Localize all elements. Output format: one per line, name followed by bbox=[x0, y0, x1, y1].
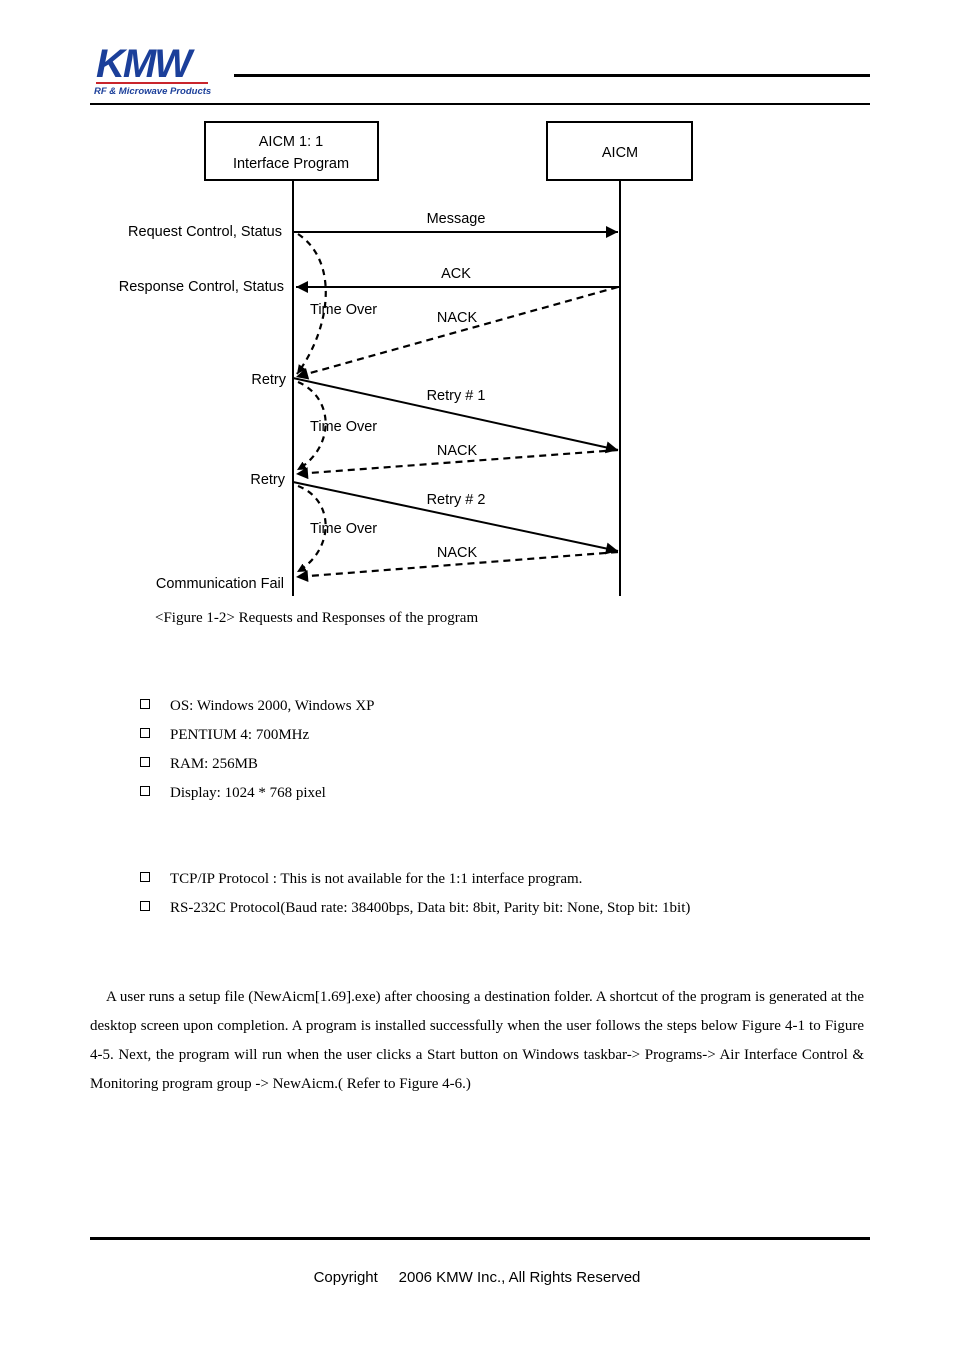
list-item: OS: Windows 2000, Windows XP bbox=[140, 697, 375, 726]
aicm-label: AICM bbox=[602, 145, 638, 161]
requirements-list: OS: Windows 2000, Windows XP PENTIUM 4: … bbox=[140, 697, 375, 813]
logo-accent-bar bbox=[96, 82, 208, 84]
company-logo: KMW bbox=[96, 42, 192, 86]
label-response: Response Control, Status bbox=[119, 279, 284, 295]
timeout-curve-2 bbox=[296, 380, 327, 471]
nack-arrow-3 bbox=[295, 550, 619, 583]
checkbox-square-icon bbox=[140, 699, 150, 709]
list-item: RS-232C Protocol(Baud rate: 38400bps, Da… bbox=[140, 899, 690, 928]
label-nack-2: NACK bbox=[437, 443, 478, 459]
label-retry-2: Retry # 2 bbox=[427, 492, 486, 508]
label-ack: ACK bbox=[441, 266, 471, 282]
label-timeout-2: Time Over bbox=[310, 419, 377, 435]
list-item: PENTIUM 4: 700MHz bbox=[140, 726, 375, 755]
label-retry-1: Retry # 1 bbox=[427, 388, 486, 404]
figure-caption: <Figure 1-2> Requests and Responses of t… bbox=[155, 610, 479, 626]
interface-program-label-1: AICM 1: 1 bbox=[259, 134, 323, 150]
header-rule-top bbox=[234, 74, 870, 77]
label-retry-left-2: Retry bbox=[250, 472, 285, 488]
copyright-text: Copyright 2006 KMW Inc., All Rights Rese… bbox=[313, 1269, 641, 1286]
label-fail: Communication Fail bbox=[156, 576, 284, 592]
checkbox-square-icon bbox=[140, 728, 150, 738]
interface-program-box bbox=[204, 121, 379, 181]
checkbox-square-icon bbox=[140, 872, 150, 882]
checkbox-square-icon bbox=[140, 786, 150, 796]
protocols-list: TCP/IP Protocol : This is not available … bbox=[140, 870, 690, 928]
logo-tagline: RF & Microwave Products bbox=[94, 86, 212, 97]
label-request: Request Control, Status bbox=[128, 224, 282, 240]
list-item: RAM: 256MB bbox=[140, 755, 375, 784]
list-item: TCP/IP Protocol : This is not available … bbox=[140, 870, 690, 899]
timeout-curve-3 bbox=[296, 484, 327, 573]
checkbox-square-icon bbox=[140, 757, 150, 767]
retry1-arrow bbox=[292, 377, 619, 454]
header-rule-bottom bbox=[90, 103, 870, 105]
label-timeout-3: Time Over bbox=[310, 521, 377, 537]
label-retry-left-1: Retry bbox=[251, 372, 286, 388]
footer-rule bbox=[90, 1237, 870, 1240]
checkbox-square-icon bbox=[140, 901, 150, 911]
nack-arrow-2 bbox=[295, 448, 619, 480]
aicm-box bbox=[546, 121, 693, 181]
nack-arrow-1 bbox=[295, 285, 619, 380]
retry2-arrow bbox=[292, 481, 619, 555]
list-item: Display: 1024 * 768 pixel bbox=[140, 784, 375, 813]
timeout-curve-1 bbox=[296, 233, 327, 375]
sequence-diagram: AICM 1: 1 Interface Program AICM Message… bbox=[119, 121, 693, 596]
label-nack-3: NACK bbox=[437, 545, 478, 561]
label-nack-1: NACK bbox=[437, 310, 478, 326]
install-paragraph: A user runs a setup file (NewAicm[1.69].… bbox=[90, 989, 864, 1092]
label-message: Message bbox=[427, 211, 486, 227]
label-timeout-1: Time Over bbox=[310, 302, 377, 318]
interface-program-label-2: Interface Program bbox=[233, 156, 349, 172]
